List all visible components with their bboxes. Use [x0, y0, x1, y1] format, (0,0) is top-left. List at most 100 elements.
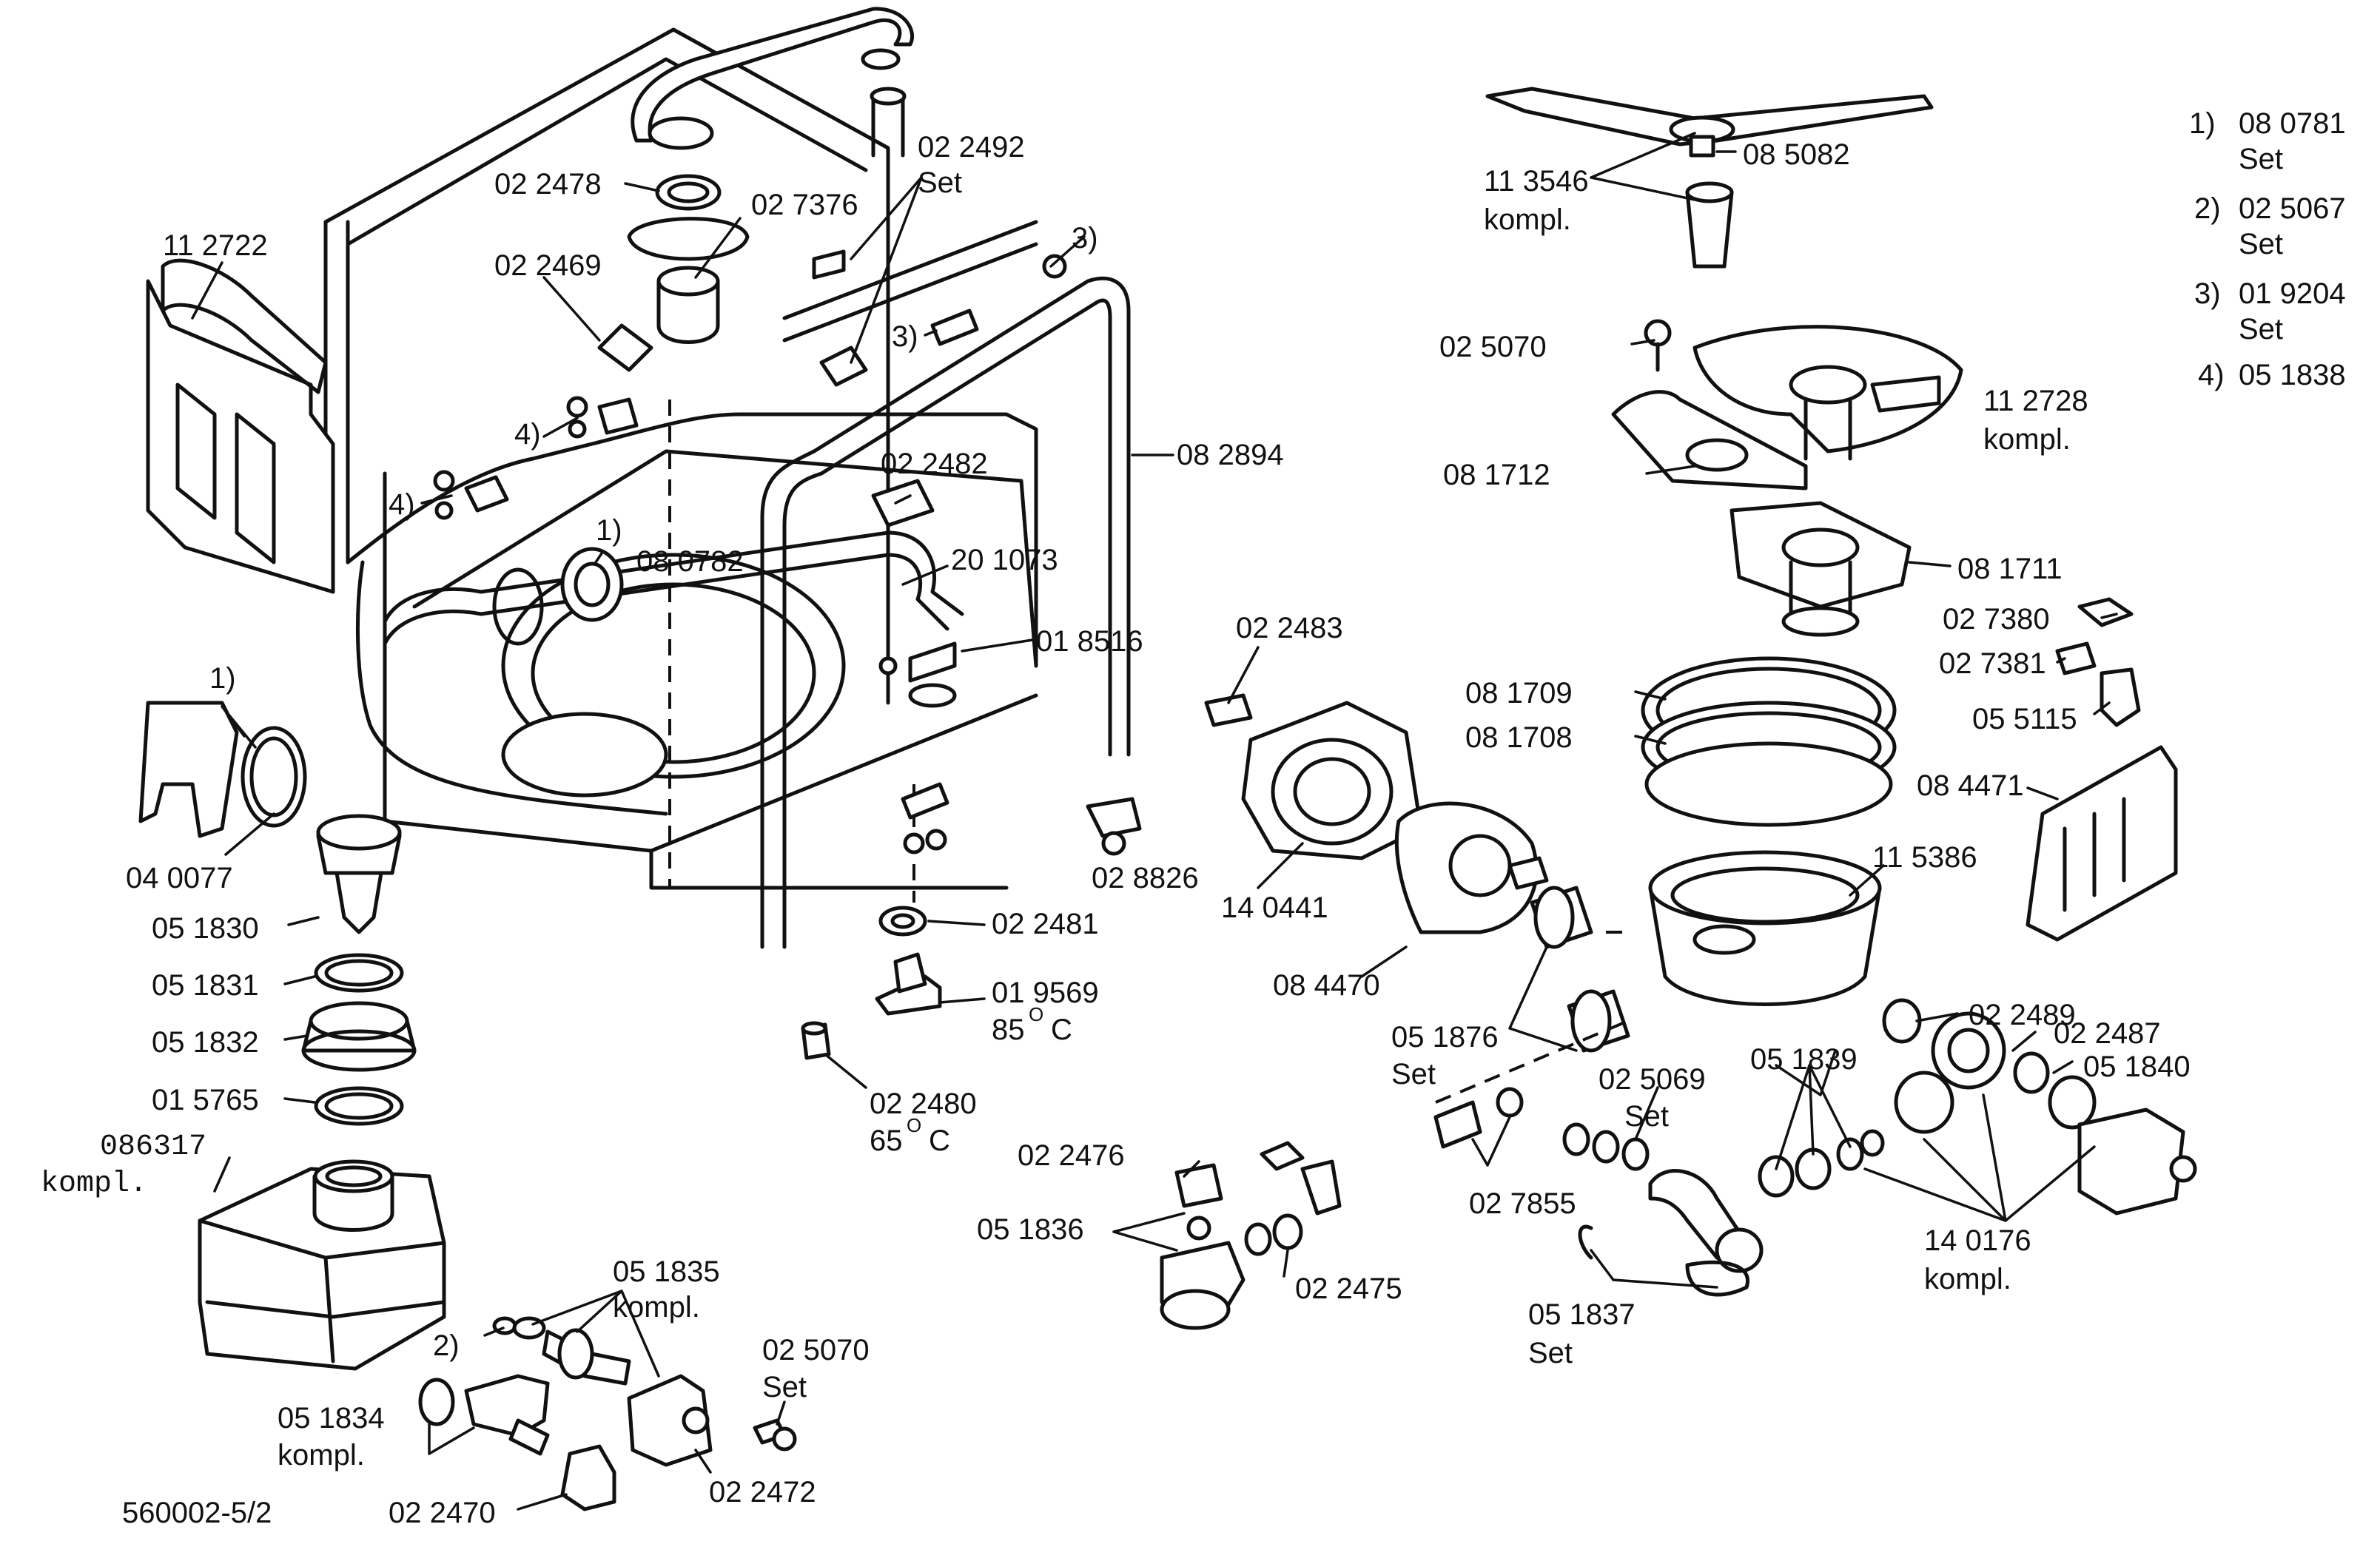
- label-051837: 05 1837: [1528, 1298, 1636, 1331]
- drawing-number: 560002-5/2: [122, 1497, 272, 1529]
- leader-lines: [191, 132, 2118, 1511]
- label-022487: 02 2487: [2054, 1017, 2161, 1050]
- label-081708: 08 1708: [1465, 721, 1573, 754]
- label-115386: 11 5386: [1872, 841, 1977, 874]
- label-113546-kompl: kompl.: [1484, 203, 1571, 236]
- label-019569: 01 9569: [992, 977, 1099, 1009]
- label-051836: 05 1836: [977, 1213, 1084, 1246]
- label-081712: 08 1712: [1443, 459, 1550, 491]
- label-022492-set: Set: [918, 166, 962, 199]
- label-022476: 02 2476: [1018, 1139, 1125, 1172]
- legend-part: 01 9204: [2239, 277, 2346, 310]
- label-019569-temp-value: 85: [992, 1014, 1025, 1046]
- label-140176-kompl: kompl.: [1924, 1263, 2011, 1295]
- label-051835-kompl: kompl.: [613, 1291, 700, 1324]
- label-051876: 05 1876: [1391, 1021, 1499, 1054]
- label-051837-set: Set: [1528, 1337, 1573, 1369]
- legend-part: 05 1838: [2239, 359, 2346, 391]
- label-ref4-a: 4): [514, 418, 541, 451]
- legend-ref: 2): [2194, 192, 2221, 225]
- label-022483: 02 2483: [1236, 612, 1343, 644]
- valve-parts: [418, 1316, 797, 1511]
- label-051831: 05 1831: [152, 969, 259, 1002]
- label-022489: 02 2489: [1969, 999, 2076, 1031]
- center-parts: [801, 782, 1342, 1330]
- legend: 1) 08 0781 Set 2) 02 5067 Set 3) 01 9204…: [2189, 107, 2346, 391]
- label-022480-temp-degree: O: [907, 1114, 921, 1136]
- label-022481: 02 2481: [992, 908, 1099, 940]
- legend-item: 4) 05 1838: [2198, 359, 2346, 391]
- label-086317: 086317: [100, 1130, 206, 1164]
- part-labels: 11 2722 02 2478 02 2469 02 7376 02 2492 …: [41, 131, 2191, 1529]
- label-015765: 01 5765: [152, 1084, 259, 1116]
- temperature-019569: 85 O C: [992, 1003, 1072, 1046]
- label-113546: 11 3546: [1484, 165, 1589, 198]
- label-027855: 02 7855: [1469, 1187, 1576, 1220]
- label-ref3-top: 3): [1072, 222, 1098, 254]
- legend-part: 08 0781: [2239, 107, 2346, 140]
- label-081711: 08 1711: [1957, 553, 2063, 585]
- label-025070-bottom: 02 5070: [762, 1334, 870, 1366]
- label-027380: 02 7380: [1943, 603, 2050, 636]
- label-ref3-screw: 3): [892, 320, 918, 353]
- label-051835: 05 1835: [613, 1255, 720, 1288]
- label-028826: 02 8826: [1092, 862, 1199, 894]
- legend-note: Set: [2239, 143, 2283, 175]
- temperature-022480: 65 O C: [870, 1114, 950, 1157]
- right-parts: [1204, 87, 2197, 1297]
- legend-ref: 3): [2194, 277, 2221, 310]
- label-018516: 01 8516: [1036, 625, 1143, 658]
- label-051876-set: Set: [1391, 1058, 1436, 1090]
- label-027381: 02 7381: [1939, 647, 2046, 680]
- label-022475: 02 2475: [1295, 1272, 1402, 1305]
- label-051834: 05 1834: [278, 1402, 385, 1435]
- label-112728: 11 2728: [1983, 385, 2088, 417]
- label-051830: 05 1830: [152, 912, 259, 945]
- label-022492: 02 2492: [918, 131, 1025, 163]
- label-051832: 05 1832: [152, 1026, 259, 1059]
- legend-item: 3) 01 9204 Set: [2194, 277, 2346, 345]
- label-022480: 02 2480: [870, 1088, 977, 1120]
- label-022469: 02 2469: [494, 249, 602, 282]
- label-140441: 14 0441: [1221, 891, 1328, 924]
- label-051839: 05 1839: [1750, 1043, 1858, 1076]
- legend-item: 2) 02 5067 Set: [2194, 192, 2346, 260]
- legend-ref: 1): [2189, 107, 2216, 140]
- left-parts: [138, 258, 446, 1371]
- label-022470: 02 2470: [389, 1497, 496, 1529]
- label-201073: 20 1073: [951, 544, 1058, 576]
- label-085082: 08 5082: [1743, 138, 1850, 171]
- label-022480-temp-value: 65: [870, 1125, 903, 1157]
- label-022478: 02 2478: [494, 168, 602, 200]
- label-051840: 05 1840: [2083, 1051, 2191, 1083]
- label-051834-kompl: kompl.: [278, 1439, 365, 1471]
- legend-ref: 4): [2198, 359, 2225, 391]
- label-019569-temp-unit: C: [1051, 1014, 1072, 1046]
- label-022480-temp-unit: C: [929, 1125, 950, 1157]
- label-112728-kompl: kompl.: [1983, 423, 2071, 456]
- label-ref2-valve: 2): [433, 1329, 460, 1362]
- label-055115: 05 5115: [1972, 703, 2077, 735]
- legend-note: Set: [2239, 313, 2283, 345]
- label-084470: 08 4470: [1273, 969, 1380, 1002]
- label-112722: 11 2722: [163, 229, 268, 262]
- label-ref4-b: 4): [389, 488, 415, 521]
- label-022482: 02 2482: [881, 448, 988, 480]
- label-040077: 04 0077: [126, 862, 233, 894]
- label-ref1-tub: 1): [596, 514, 622, 547]
- legend-note: Set: [2239, 228, 2283, 260]
- label-086317-kompl: kompl.: [41, 1167, 147, 1201]
- label-082894: 08 2894: [1177, 439, 1284, 471]
- label-025070-top: 02 5070: [1439, 331, 1547, 363]
- legend-item: 1) 08 0781 Set: [2189, 107, 2346, 175]
- label-025069-set: Set: [1624, 1100, 1669, 1133]
- label-025070-bottom-set: Set: [762, 1371, 807, 1403]
- label-084471: 08 4471: [1917, 769, 2024, 802]
- label-027376: 02 7376: [751, 189, 858, 221]
- label-022472: 02 2472: [709, 1476, 816, 1508]
- legend-part: 02 5067: [2239, 192, 2346, 225]
- label-025069: 02 5069: [1599, 1063, 1706, 1096]
- label-019569-temp-degree: O: [1029, 1003, 1043, 1025]
- label-081709: 08 1709: [1465, 677, 1573, 709]
